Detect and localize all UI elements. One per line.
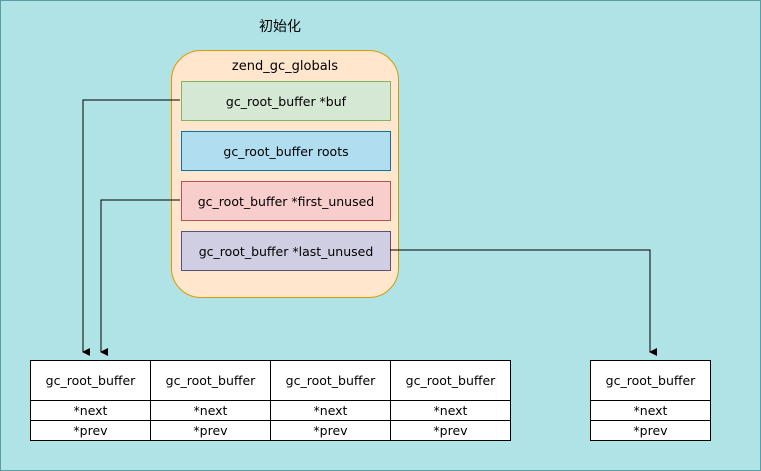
buffer-cell: gc_root_buffer *next *prev [390, 360, 511, 441]
globals-title: zend_gc_globals [231, 59, 339, 74]
arrow-buf [82, 99, 180, 356]
buffer-name: gc_root_buffer [591, 361, 710, 401]
arrow-first-unused [100, 199, 180, 356]
field-first-unused: gc_root_buffer *first_unused [181, 181, 391, 221]
buffer-prev: *prev [433, 423, 468, 438]
field-last-unused: gc_root_buffer *last_unused [181, 231, 391, 271]
buffer-cell: gc_root_buffer *next *prev [270, 360, 391, 441]
buffer-name: gc_root_buffer [31, 361, 150, 401]
buffer-next: *next [391, 401, 510, 421]
buffer-prev: *prev [193, 423, 228, 438]
buffer-next: *next [31, 401, 150, 421]
arrow-last-unused [390, 249, 657, 356]
field-buf: gc_root_buffer *buf [181, 81, 391, 121]
buffer-name: gc_root_buffer [391, 361, 510, 401]
buffer-name: gc_root_buffer [271, 361, 390, 401]
buffer-prev: *prev [313, 423, 348, 438]
last-buffer-cell: gc_root_buffer *next *prev [590, 360, 711, 441]
buffer-cell: gc_root_buffer *next *prev [30, 360, 151, 441]
zend-gc-globals-box: zend_gc_globals gc_root_buffer *buf gc_r… [171, 50, 399, 298]
field-roots: gc_root_buffer roots [181, 131, 391, 171]
buffer-cell: gc_root_buffer *next *prev [150, 360, 271, 441]
buffer-prev: *prev [73, 423, 108, 438]
buffer-next: *next [271, 401, 390, 421]
buffer-prev: *prev [633, 423, 668, 438]
buffer-next: *next [151, 401, 270, 421]
buffer-name: gc_root_buffer [151, 361, 270, 401]
diagram-title: 初始化 [259, 19, 301, 35]
buffer-next: *next [591, 401, 710, 421]
